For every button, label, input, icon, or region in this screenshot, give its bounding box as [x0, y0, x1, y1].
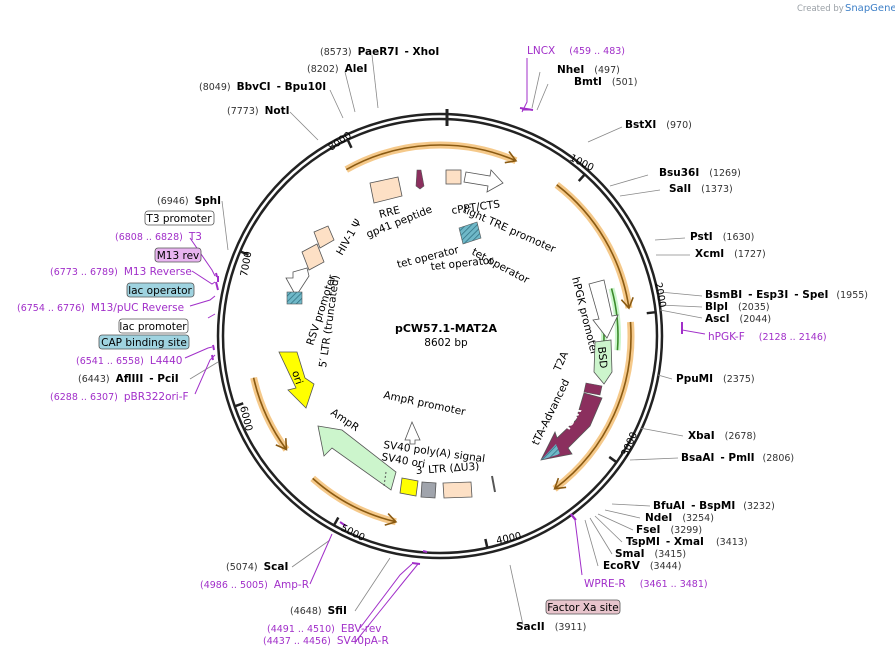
tick-label-2000: 2000	[652, 282, 667, 309]
brand-created-by: Created by	[797, 4, 844, 14]
tick-6000	[234, 402, 244, 408]
svg-text:3′ LTR (ΔU3): 3′ LTR (ΔU3)	[415, 461, 479, 477]
feature-hiv1-psi[interactable]: HIV-1 Ψ	[313, 217, 364, 258]
site-spei[interactable]: BsmBI- Esp3I- SpeI(1955)	[705, 289, 868, 301]
feature-bsd[interactable]: BSD	[593, 339, 613, 385]
backbone-inner-circle	[221, 117, 659, 555]
site-leaders	[189, 54, 703, 626]
site-sacii[interactable]: SacII(3911)	[516, 621, 586, 633]
tick-label-7000: 7000	[239, 251, 254, 278]
orf-arc-right-upper[interactable]	[554, 182, 634, 310]
site-pmli[interactable]: BsaAI- PmlI(2806)	[681, 452, 794, 464]
svg-text:T3 promoter: T3 promoter	[145, 213, 212, 225]
tick-5000	[332, 516, 340, 526]
svg-text:AmpR promoter: AmpR promoter	[382, 389, 467, 418]
svg-text:BSD: BSD	[595, 346, 609, 369]
feature-gp41-peptide[interactable]: gp41 peptide	[365, 169, 434, 241]
site-bspmi[interactable]: BfuAI- BspMI(3232)	[653, 500, 775, 512]
primer-marks	[211, 107, 683, 565]
orf-arc-top[interactable]	[344, 141, 518, 173]
svg-text:lac operator: lac operator	[128, 285, 192, 297]
site-scai[interactable]: (5074)ScaI	[226, 561, 288, 573]
site-fsei[interactable]: FseI(3299)	[636, 524, 702, 536]
plasmid-size: 8602 bp	[424, 337, 468, 349]
svg-text:HIV-1 Ψ: HIV-1 Ψ	[334, 217, 364, 257]
site-sphi[interactable]: (6946)SphI	[157, 195, 221, 207]
svg-text:Factor Xa site: Factor Xa site	[547, 602, 618, 614]
plasmid-name: pCW57.1-MAT2A	[395, 322, 498, 335]
backbone-outer-circle	[216, 112, 664, 560]
svg-text:ori: ori	[289, 369, 305, 386]
feature-lac-operator[interactable]: lac operator	[126, 282, 195, 298]
site-sali[interactable]: SalI(1373)	[669, 183, 733, 195]
site-ecorv[interactable]: EcoRV(3444)	[603, 560, 681, 572]
tick-label-4000: 4000	[495, 531, 522, 547]
site-bsu36i[interactable]: Bsu36I(1269)	[659, 167, 741, 179]
site-xhoi[interactable]: (8573)PaeR7I- XhoI	[320, 46, 439, 58]
orf-arc-green-outer[interactable]	[608, 287, 621, 351]
site-noti[interactable]: (7773)NotI	[227, 105, 290, 117]
feature-3-ltr[interactable]: 3′ LTR (ΔU3)	[415, 461, 496, 499]
svg-text:M13 rev: M13 rev	[157, 250, 200, 262]
primer-sv40pa-r[interactable]: (4437 .. 4456)SV40pA-R	[263, 635, 389, 647]
snapgene-logo: SnapGene	[845, 3, 895, 14]
site-blpi[interactable]: BlpI(2035)	[705, 301, 770, 313]
tick-label-3000: 3000	[620, 430, 640, 458]
tick-marks	[234, 139, 656, 549]
site-psti[interactable]: PstI(1630)	[690, 231, 754, 243]
primer-pbr322ori-f[interactable]: (6288 .. 6307)pBR322ori-F	[50, 391, 189, 403]
feature-m13-rev[interactable]: M13 rev	[154, 247, 202, 263]
site-bbvci[interactable]: (8049)BbvCI- Bpu10I	[199, 81, 326, 93]
primer-lncx[interactable]: LNCX(459 .. 483)	[527, 45, 625, 57]
tick-4000	[484, 538, 489, 549]
primer-hpgk-f[interactable]: hPGK-F(2128 .. 2146)	[708, 331, 827, 343]
primer-amp-r[interactable]: (4986 .. 5005)Amp-R	[200, 579, 309, 591]
primer-t3[interactable]: (6808 .. 6828)T3	[115, 231, 202, 243]
primer-l4440[interactable]: (6541 .. 6558)L4440	[76, 355, 182, 367]
site-bmti[interactable]: BmtI(501)	[574, 76, 637, 88]
svg-text:T2A: T2A	[551, 349, 571, 374]
tick-8000	[346, 139, 353, 149]
feature-t3-promoter[interactable]: T3 promoter	[144, 210, 215, 226]
tick-1000	[577, 173, 586, 182]
site-asci[interactable]: AscI(2044)	[705, 313, 771, 325]
svg-text:lac promoter: lac promoter	[119, 321, 187, 333]
site-alei[interactable]: (8202)AleI	[307, 63, 367, 75]
tick-label-8000: 8000	[327, 130, 354, 153]
site-xmai[interactable]: TspMI- XmaI(3413)	[626, 536, 748, 548]
svg-text:CAP binding site: CAP binding site	[101, 337, 187, 349]
site-smai[interactable]: SmaI(3415)	[615, 548, 686, 560]
feature-factor-xa[interactable]: Factor Xa site	[545, 599, 621, 615]
orf-arc-left[interactable]	[250, 376, 290, 452]
tick-3000	[608, 455, 618, 464]
site-xcmi[interactable]: XcmI(1727)	[695, 248, 766, 260]
site-sfii[interactable]: (4648)SfiI	[290, 605, 347, 617]
svg-text:RRE: RRE	[378, 204, 402, 221]
feature-ampr-promoter[interactable]: AmpR promoter	[382, 389, 467, 445]
site-ppumi[interactable]: PpuMI(2375)	[676, 373, 755, 385]
site-xbai[interactable]: XbaI(2678)	[688, 430, 756, 442]
primer-m13-reverse[interactable]: (6773 .. 6789)M13 Reverse	[50, 266, 192, 278]
site-bstxi[interactable]: BstXI(970)	[625, 119, 692, 131]
primer-wpre-r[interactable]: WPRE-R(3461 .. 3481)	[584, 578, 708, 590]
feature-rre[interactable]: RRE	[369, 176, 403, 221]
orf-arc-right-lower[interactable]	[552, 321, 635, 492]
tick-2000	[646, 310, 656, 315]
orf-arc-bottom-left[interactable]	[310, 475, 398, 526]
site-ndei[interactable]: NdeI(3254)	[645, 512, 714, 524]
site-nhei[interactable]: NheI(497)	[557, 64, 620, 76]
feature-arcs	[250, 141, 635, 526]
primer-ebv-rev[interactable]: (4491 .. 4510)EBV-rev	[267, 623, 382, 635]
feature-cap-binding-site[interactable]: CAP binding site	[98, 334, 190, 350]
site-pcii[interactable]: (6443)AflIII- PciI	[78, 373, 179, 385]
feature-lac-promoter[interactable]: lac promoter	[118, 318, 189, 334]
feature-ori[interactable]: ori	[278, 351, 315, 409]
primer-m13-puc-reverse[interactable]: (6754 .. 6776)M13/pUC Reverse	[17, 302, 184, 314]
tick-7000	[239, 250, 249, 257]
